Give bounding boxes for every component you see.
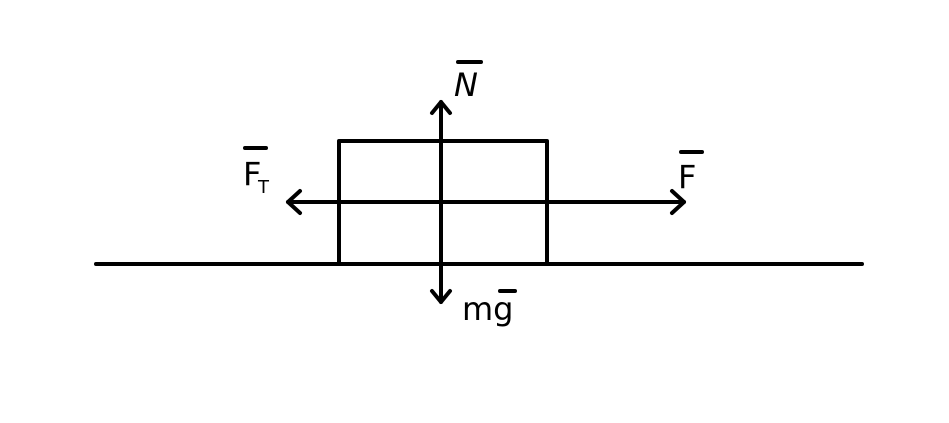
applied-force-label-group: F [678,150,704,196]
normal-force-label: N [454,66,478,104]
friction-force-label-group: F T [243,146,270,198]
weight-label-group: mg [462,289,517,328]
friction-force-label: F [243,155,261,193]
friction-arrowhead [286,189,302,215]
normal-force-label-group: N [454,60,483,104]
applied-force-label: F [678,158,696,196]
horizontal-force-arrows [286,189,686,215]
applied-force-arrowhead [670,189,686,215]
vertical-force-arrows [430,100,452,304]
friction-force-subscript: T [257,177,270,198]
weight-arrowhead [430,289,452,304]
normal-force-arrowhead [430,100,452,115]
weight-label: mg [462,290,513,328]
